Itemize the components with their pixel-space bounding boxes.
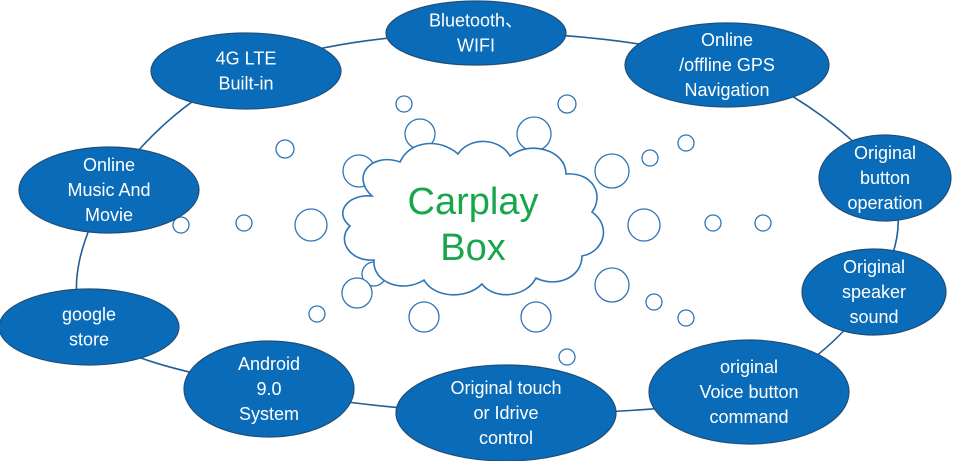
bubble [275, 139, 295, 159]
bubble [677, 309, 695, 327]
feature-node-ellipse [801, 248, 947, 336]
feature-node-bluetooth-wifi: Bluetooth、 WIFI [385, 0, 567, 66]
feature-node-label: google store [62, 305, 116, 350]
bubble [408, 301, 440, 333]
bubble [235, 214, 253, 232]
feature-node-label-line: Bluetooth、 [429, 11, 523, 31]
feature-node-label-line: Online [701, 30, 753, 50]
feature-node-label-line: 4G LTE [216, 49, 277, 69]
feature-node-label: Original speaker sound [842, 257, 906, 327]
bubble [172, 216, 190, 234]
feature-node-label-line: button [860, 168, 910, 188]
bubble [754, 214, 772, 232]
center-title-line: Box [440, 227, 505, 269]
bubble [594, 153, 630, 189]
feature-node-ellipse [150, 32, 342, 110]
feature-node-label-line: sound [849, 307, 898, 327]
feature-node-label: 4G LTE Built-in [216, 49, 277, 94]
bubble [395, 95, 413, 113]
feature-node-ellipse [183, 340, 355, 438]
bubble [308, 305, 326, 323]
bubble [558, 348, 576, 366]
feature-node-label-line: operation [847, 193, 922, 213]
feature-node-ellipse [818, 134, 952, 222]
center-title-line: Carplay [408, 181, 539, 223]
feature-node-label-line: /offline GPS [679, 55, 775, 75]
feature-node-label-line: Music And [67, 180, 150, 200]
feature-node-label-line: Built-in [218, 74, 273, 94]
feature-node-label-line: Android [238, 354, 300, 374]
feature-node-gps-navigation: Online/offline GPS Navigation [624, 22, 830, 108]
feature-node-label-line: store [69, 330, 109, 350]
feature-node-ellipse [624, 22, 830, 108]
bubble [516, 116, 552, 152]
feature-node-label-line: Original [843, 257, 905, 277]
feature-node-label-line: Navigation [684, 80, 769, 100]
bubble [641, 149, 659, 167]
bubble [294, 208, 328, 242]
feature-node-label-line: google [62, 305, 116, 325]
feature-node-label-line: Original [854, 143, 916, 163]
feature-node-label-line: Online [83, 155, 135, 175]
feature-node-label: Bluetooth、 WIFI [429, 11, 523, 56]
feature-node-ellipse [18, 146, 200, 234]
feature-node-label: Original button operation [847, 143, 922, 213]
feature-node-label-line: speaker [842, 282, 906, 302]
feature-node-label: Original touch or Idrive control [450, 378, 561, 448]
feature-node-label-line: WIFI [457, 36, 495, 56]
feature-node-lte-builtin: 4G LTE Built-in [150, 32, 342, 110]
feature-node-label: Online/offline GPS Navigation [679, 30, 775, 100]
cloud-shape [342, 140, 605, 296]
feature-node-label-line: Voice button [699, 382, 798, 402]
bubble [704, 214, 722, 232]
bubble [627, 208, 661, 242]
feature-node-label-line: control [479, 428, 533, 448]
bubble [594, 267, 630, 303]
bubble [557, 94, 577, 114]
feature-node-google-store: google store [0, 288, 180, 366]
feature-node-button-operation: Original button operation [818, 134, 952, 222]
feature-node-label-line: or Idrive [473, 403, 538, 423]
feature-node-label-line: command [709, 407, 788, 427]
bubble [677, 134, 695, 152]
feature-node-ellipse [395, 364, 617, 461]
feature-nodes: Bluetooth、 WIFI Online/offline GPS Navigati… [0, 0, 952, 461]
feature-node-ellipse [385, 0, 567, 66]
feature-node-label-line: original [720, 357, 778, 377]
feature-node-ellipse [648, 339, 850, 445]
feature-node-touch-idrive: Original touch or Idrive control [395, 364, 617, 461]
feature-node-speaker-sound: Original speaker sound [801, 248, 947, 336]
feature-node-ellipse [0, 288, 180, 366]
feature-node-label-line: Original touch [450, 378, 561, 398]
bubble [341, 277, 373, 309]
bubble [520, 301, 552, 333]
feature-node-label-line: Movie [85, 205, 133, 225]
feature-node-label-line: 9.0 [256, 379, 281, 399]
feature-node-label-line: System [239, 404, 299, 424]
bubble [645, 293, 663, 311]
